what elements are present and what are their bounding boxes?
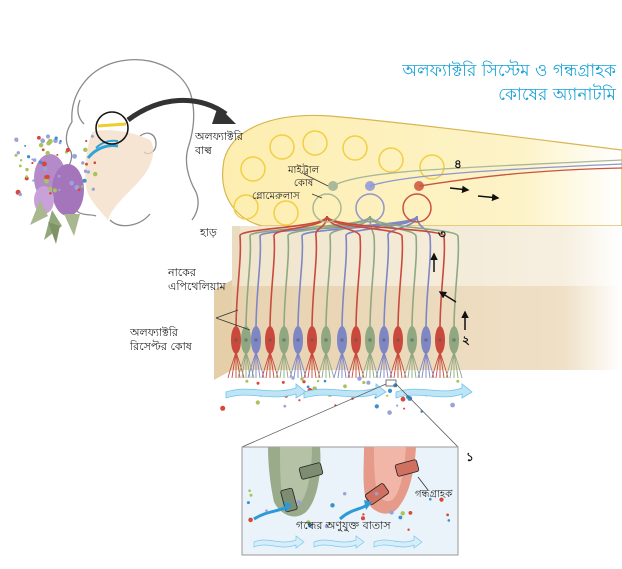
label-receptor-cells-line2: রিসেপ্টর কোষ (130, 340, 192, 353)
zoom-arrow (126, 97, 228, 123)
bone-layer (232, 226, 622, 286)
receptor-neuron (326, 215, 407, 379)
label-mitral-cell: মাইট্রাল কোষ (288, 164, 319, 190)
label-mitral-cell-line2: কোষ (293, 178, 314, 189)
diagram-title-line1: অলফ্যাক্টরি সিস্টেম ও গন্ধগ্রাহক (402, 61, 616, 81)
signal-arrow (449, 185, 470, 194)
label-glomerulus: গ্লোমেরুলাস (252, 191, 300, 202)
receptor-neuron (227, 215, 328, 379)
label-nasal-epithelium-line2: এপিথেলিয়াম (168, 280, 226, 293)
step-number-2: ২ (462, 333, 470, 347)
label-mitral-cell-line1: মাইট্রাল (288, 165, 320, 176)
odor-particles-head (14, 134, 98, 197)
label-nasal-epithelium: নাকের এপিথেলিয়াম (168, 266, 226, 294)
receptor-neuron (416, 215, 435, 379)
label-nasal-epithelium-line1: নাকের (168, 266, 196, 279)
receptor-neuron (261, 215, 328, 379)
label-olfactory-receptor-cells: অলফ্যাক্টরি রিসেপ্টর কোষ (130, 326, 192, 354)
zoom-circle (95, 111, 129, 145)
diagram-title-line2: কোষের অ্যানাটমি (498, 85, 616, 105)
receptor-neuron (361, 215, 379, 379)
receptor-neuron (326, 215, 365, 379)
receptor-neuron (289, 215, 418, 379)
inset-receptor-detail (241, 446, 459, 556)
receptor-neuron (333, 215, 418, 379)
nasal-cavity (85, 130, 154, 220)
receptor-neuron (369, 215, 463, 379)
receptor-neuron (247, 215, 418, 379)
glomerulus-circles (233, 130, 445, 226)
airflow-arrows (225, 383, 473, 399)
head-illustration (64, 59, 199, 227)
label-receptor-cells-line1: অলফ্যাক্টরি (130, 326, 178, 339)
receptor-neuron (369, 215, 421, 379)
label-bone: হাড় (200, 226, 217, 239)
signal-arrow (477, 193, 500, 202)
step-number-1: ১ (466, 450, 474, 464)
receptor-neurons (227, 215, 463, 379)
label-olfactory-bulb: অলফ্যাক্টরি বাল্ব (195, 130, 243, 158)
label-odorant-receptor: গন্ধগ্রাহক (415, 489, 453, 500)
lilac-flower-icon (30, 154, 84, 244)
step-number-3: ৩ (438, 227, 446, 241)
step-number-4: ৪ (454, 157, 462, 171)
signal-arrow (438, 291, 457, 303)
receptor-neuron (375, 215, 418, 379)
mitral-cells (312, 159, 622, 223)
label-olfactory-bulb-line1: অলফ্যাক্টরি (195, 130, 243, 143)
label-odor-air: গন্ধের অণুযুক্ত বাতাস (296, 519, 391, 532)
receptor-neuron (303, 215, 328, 379)
nasal-airflow-icon (86, 144, 119, 159)
label-olfactory-bulb-line2: বাল্ব (195, 144, 212, 157)
